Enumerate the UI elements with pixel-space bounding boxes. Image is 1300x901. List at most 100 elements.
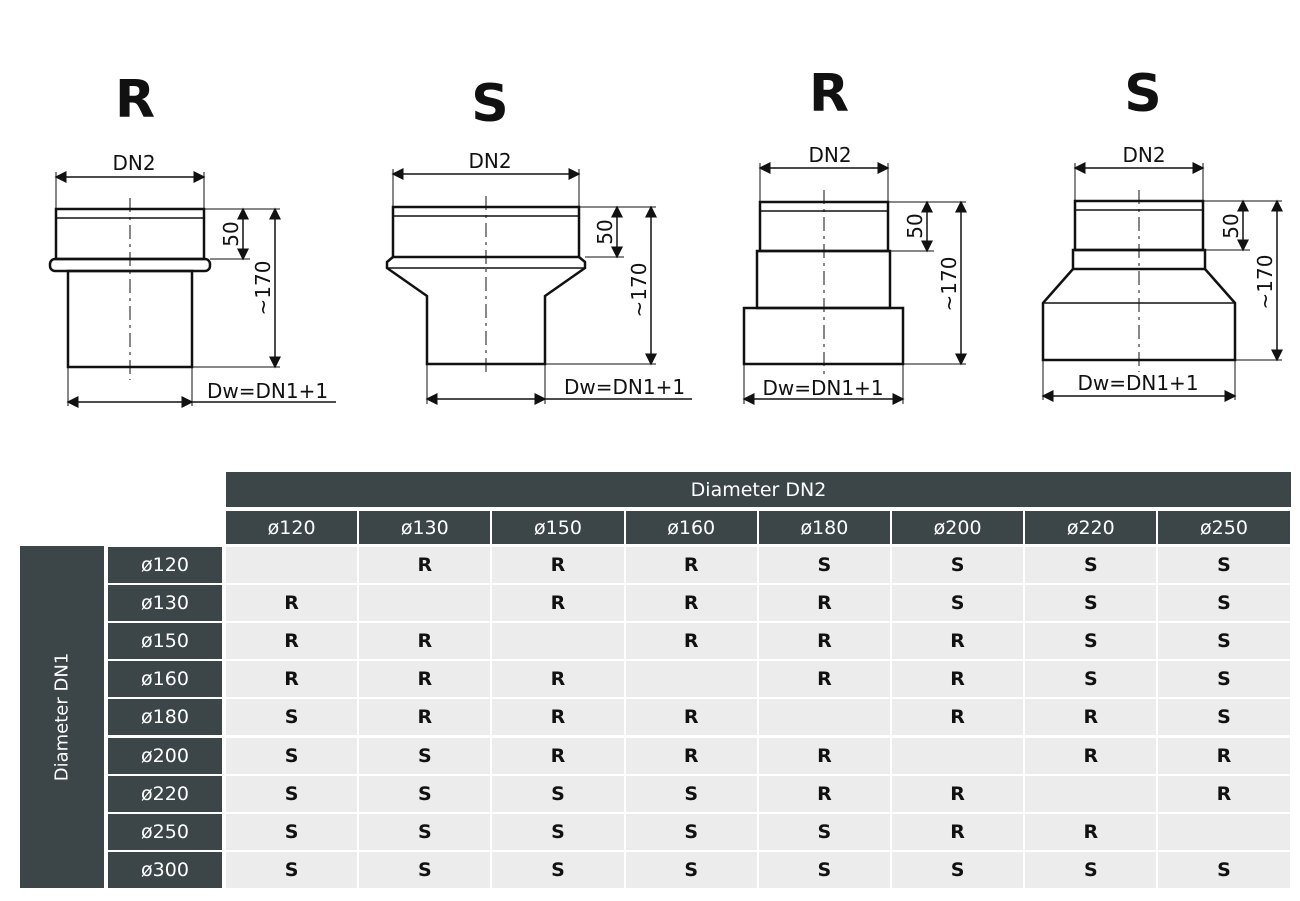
table-cell: [359, 585, 491, 622]
table-cell: S: [359, 775, 491, 812]
table-cell: S: [226, 699, 358, 736]
fitting-4-collar-label: 50: [1219, 213, 1243, 238]
type-label-r-1: R: [114, 70, 156, 130]
fitting-2-drawing: [385, 168, 692, 405]
column-header: ø150: [492, 511, 624, 544]
table-cell: S: [758, 547, 890, 584]
table-cell: S: [758, 851, 890, 888]
table-cell: R: [492, 585, 624, 622]
fitting-3-drawing: [742, 162, 967, 405]
table-cell: R: [892, 813, 1024, 850]
table-cell: [758, 699, 890, 736]
type-label-s-2: S: [1124, 64, 1162, 124]
table-cell: S: [625, 851, 757, 888]
table-cell: R: [1025, 699, 1157, 736]
table-cell: S: [1158, 699, 1290, 736]
table-cell: S: [1158, 623, 1290, 660]
column-group-title: Diameter DN2: [226, 472, 1291, 507]
table-cell: S: [359, 813, 491, 850]
table-cell: R: [625, 585, 757, 622]
table-cell: S: [1158, 661, 1290, 698]
table-cell: R: [359, 699, 491, 736]
row-header: ø150: [108, 623, 222, 660]
fitting-1-dw-label: Dw=DN1+1: [207, 379, 328, 403]
fitting-4-dn2-label: DN2: [1122, 143, 1165, 167]
fitting-1-height-label: ~170: [251, 261, 275, 316]
row-header: ø300: [108, 851, 222, 888]
table-cell: S: [625, 775, 757, 812]
table-cell: S: [892, 851, 1024, 888]
table-cell: S: [226, 737, 358, 774]
table-cell: R: [625, 547, 757, 584]
table-cell: R: [758, 737, 890, 774]
row-header: ø250: [108, 813, 222, 850]
table-cell: S: [492, 813, 624, 850]
table-cell: S: [359, 851, 491, 888]
table-cell: R: [226, 661, 358, 698]
table-cell: R: [892, 661, 1024, 698]
table-cell: S: [492, 775, 624, 812]
row-header: ø160: [108, 661, 222, 698]
table-cell: R: [359, 661, 491, 698]
fitting-2-height-label: ~170: [627, 263, 651, 318]
fitting-2-dw-label: Dw=DN1+1: [564, 375, 685, 399]
row-header: ø180: [108, 699, 222, 736]
table-cell: S: [625, 813, 757, 850]
column-header: ø160: [625, 511, 757, 544]
table-cell: [1158, 813, 1290, 850]
row-header: ø120: [108, 547, 222, 584]
table-cell: S: [226, 813, 358, 850]
table-cell: S: [1025, 623, 1157, 660]
table-cell: R: [892, 775, 1024, 812]
table-cell: [492, 623, 624, 660]
table-cell: S: [1025, 547, 1157, 584]
table-cell: R: [492, 699, 624, 736]
table-cell: R: [758, 623, 890, 660]
table-cell: R: [492, 661, 624, 698]
row-group-title: Diameter DN1: [51, 652, 73, 782]
table-cell: S: [226, 775, 358, 812]
table-cell: [625, 661, 757, 698]
table-cell: R: [625, 699, 757, 736]
column-header: ø120: [226, 511, 358, 544]
fitting-drawings: DN2 50 ~170 Dw=DN1+1 DN2 50 ~170 Dw=DN1+…: [48, 143, 1283, 408]
column-header: ø180: [758, 511, 890, 544]
type-label-s-1: S: [471, 74, 509, 134]
table-cell: R: [1025, 737, 1157, 774]
table-cell: S: [1158, 851, 1290, 888]
column-header: ø200: [892, 511, 1024, 544]
table-cell: R: [892, 699, 1024, 736]
table-cell: S: [1025, 851, 1157, 888]
fitting-3-height-label: ~170: [937, 257, 961, 312]
fitting-3-dw-label: Dw=DN1+1: [762, 376, 883, 400]
fitting-2-dn2-label: DN2: [468, 149, 511, 173]
fitting-4-height-label: ~170: [1253, 255, 1277, 310]
type-label-r-2: R: [808, 64, 850, 124]
column-header: ø250: [1158, 511, 1290, 544]
table-cell: R: [1158, 775, 1290, 812]
row-header: ø130: [108, 585, 222, 622]
table-cell: R: [492, 547, 624, 584]
table-cell: R: [625, 737, 757, 774]
table-cell: R: [1025, 813, 1157, 850]
table-cell: S: [1025, 661, 1157, 698]
table-cell: R: [758, 661, 890, 698]
table-cell: [226, 547, 358, 584]
table-cell: [1025, 775, 1157, 812]
table-cell: [892, 737, 1024, 774]
table-cell: S: [226, 851, 358, 888]
table-cell: R: [492, 737, 624, 774]
fitting-3-dn2-label: DN2: [808, 143, 851, 167]
table-cell: R: [892, 623, 1024, 660]
table-cell: S: [359, 737, 491, 774]
row-group-header: Diameter DN1: [20, 546, 104, 888]
table-cell: S: [1158, 585, 1290, 622]
column-header: ø220: [1025, 511, 1157, 544]
table-cell: S: [758, 813, 890, 850]
table-cell: R: [758, 585, 890, 622]
fitting-3-collar-label: 50: [903, 213, 927, 238]
table-cell: S: [892, 585, 1024, 622]
table-cell: R: [758, 775, 890, 812]
row-header: ø220: [108, 775, 222, 812]
table-cell: R: [625, 623, 757, 660]
